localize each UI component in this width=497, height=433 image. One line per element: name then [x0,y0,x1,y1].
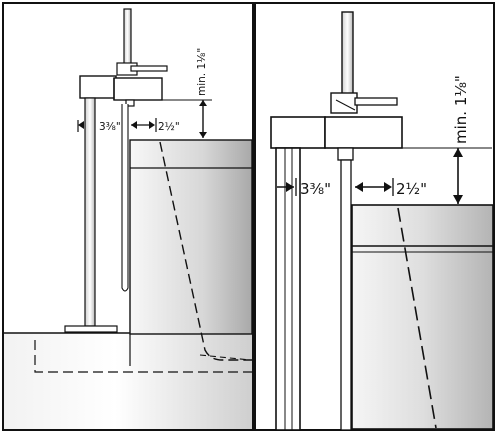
floor-base-plate [64,325,118,333]
left-dim-tub-gap: 2½" [158,121,180,133]
valve-body-detail [324,116,403,149]
tub-inner-contour [159,141,252,361]
right-dim-spout-height: min. 1⅛" [452,75,470,144]
valve-body [113,77,163,101]
tub-inner-contour-detail [397,207,437,429]
left-dim-spout-height: min. 1⅛" [196,48,208,96]
hose-detail [340,159,352,431]
right-dim-faucet-offset: 3⅜" [300,180,331,198]
floor [4,333,252,429]
left-panel: min. 1⅛" 3⅜" 2½" [2,2,254,431]
faucet-column-detail [341,11,354,103]
left-dim-faucet-offset: 3⅜" [99,121,121,133]
spout-body-detail [270,116,326,149]
bathtub-detail [351,204,494,430]
faucet-lever-detail [330,92,358,114]
bathtub [129,139,253,335]
floor-recess-contour [34,340,252,373]
right-dim-tub-gap: 2½" [396,180,427,198]
right-panel: min. 1⅛" 3⅜" 2½" [254,2,495,431]
supply-pipe [84,97,96,327]
spout-body [79,75,117,99]
